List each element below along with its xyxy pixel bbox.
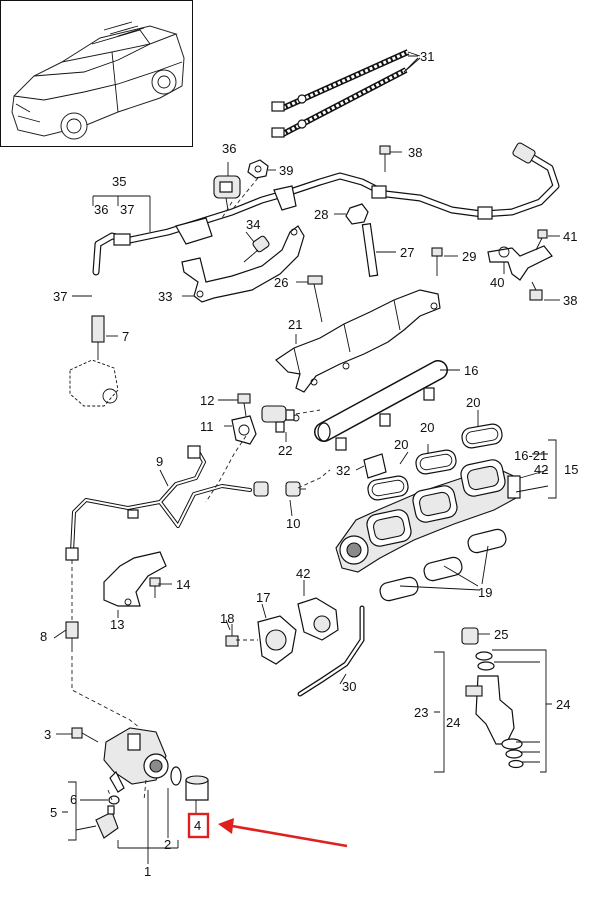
- part-35-fuel-line: [92, 142, 560, 276]
- callout: 24: [556, 697, 570, 712]
- callout: 35: [112, 174, 126, 189]
- callout: 20: [466, 395, 480, 410]
- callout: 16-21: [514, 448, 547, 463]
- vehicle-thumbnail: [0, 0, 193, 147]
- callout: 20: [420, 420, 434, 435]
- callout: 16: [464, 363, 478, 378]
- callout: 37: [120, 202, 134, 217]
- callout: 37: [53, 289, 67, 304]
- callout: 3: [44, 727, 51, 742]
- part-16-fuel-rail: [292, 360, 448, 451]
- part-14-bolt: [149, 577, 161, 598]
- part-8-sensor: [65, 621, 79, 652]
- callout: 10: [286, 516, 300, 531]
- highlight-box: [187, 812, 210, 839]
- callout: 32: [336, 463, 350, 478]
- callout-labels: 31 36 39 38 35 36 37 34 28 27 29 41 37 3…: [40, 49, 578, 879]
- callout: 38: [408, 145, 422, 160]
- callout: 31: [420, 49, 434, 64]
- part-33-bracket: [181, 225, 305, 303]
- callout: 11: [200, 419, 214, 434]
- callout: 38: [563, 293, 577, 308]
- callout: 1: [144, 864, 151, 879]
- callout: 18: [220, 611, 234, 626]
- callout: 21: [288, 317, 302, 332]
- part-22-sensor: [261, 405, 295, 433]
- callout: 26: [274, 275, 288, 290]
- part-20-gaskets: [367, 423, 503, 501]
- part-28-nut: [345, 203, 369, 225]
- highlight-marker: [187, 812, 348, 848]
- part-25-cap: [461, 627, 479, 645]
- callout: 27: [400, 245, 414, 260]
- callout: 17: [256, 590, 270, 605]
- part-27-stud: [361, 223, 379, 277]
- callout: 24: [446, 715, 460, 730]
- part-29-bolt: [431, 247, 443, 276]
- part-17-throttle: [257, 615, 297, 665]
- part-7-fitting: [91, 315, 105, 360]
- callout: 19: [478, 585, 492, 600]
- part-11-clamp: [231, 415, 257, 445]
- callout: 14: [176, 577, 190, 592]
- part-10-fitting: [253, 481, 306, 497]
- dashed-assembly-lines: [71, 177, 331, 801]
- part-2-o-ring: [170, 766, 182, 786]
- part-19-gaskets: [379, 528, 507, 602]
- callout: 42: [296, 566, 310, 581]
- part-5-sensor: [95, 805, 119, 839]
- callout: 12: [200, 393, 214, 408]
- callout: 25: [494, 627, 508, 642]
- part-39-nut: [247, 159, 269, 179]
- callout: 7: [122, 329, 129, 344]
- part-38-bolt-top: [379, 145, 391, 172]
- callout: 41: [563, 229, 577, 244]
- part-3-bolt: [71, 727, 99, 743]
- part-42-valve: [297, 597, 339, 641]
- pump-upper-ghost: [69, 359, 119, 407]
- part-9-fuel-line: [65, 445, 252, 561]
- callout: 13: [110, 617, 124, 632]
- callout: 5: [50, 805, 57, 820]
- part-40-bracket: [487, 229, 553, 281]
- part-32-insert: [363, 453, 387, 479]
- part-30-hose: [297, 605, 365, 697]
- callout-highlighted: 4: [194, 818, 201, 833]
- part-21-heat-shield: [275, 289, 441, 393]
- callout: 40: [490, 275, 504, 290]
- part-31-cable-ties: [271, 49, 421, 138]
- part-23-injector: [465, 651, 524, 769]
- part-34-bolt: [243, 235, 270, 263]
- highlight-arrow: [231, 824, 348, 848]
- callout: 20: [394, 437, 408, 452]
- callout: 22: [278, 443, 292, 458]
- callout: 23: [414, 705, 428, 720]
- part-18-screw: [225, 624, 239, 647]
- callout: 36: [94, 202, 108, 217]
- callout: 42: [534, 462, 548, 477]
- part-38-bolt-bottom: [529, 281, 543, 301]
- callout: 28: [314, 207, 328, 222]
- callout: 15: [564, 462, 578, 477]
- part-26-bolt: [307, 275, 323, 323]
- callout: 33: [158, 289, 172, 304]
- callout: 36: [222, 141, 236, 156]
- part-12-bolt: [237, 393, 251, 417]
- part-13-bracket: [103, 551, 167, 607]
- part-4-tappet: [185, 775, 209, 801]
- callout: 8: [40, 629, 47, 644]
- part-36-pressure-sensor: [213, 175, 241, 211]
- leader-lines: [53, 55, 560, 864]
- arrow-head-icon: [218, 818, 234, 834]
- part-15-intake-manifold: [335, 459, 521, 573]
- callout: 30: [342, 679, 356, 694]
- part-1-pump-assembly: [103, 727, 169, 793]
- callout: 2: [164, 837, 171, 852]
- callout: 6: [70, 792, 77, 807]
- callout: 9: [156, 454, 163, 469]
- callout: 39: [279, 163, 293, 178]
- callout: 29: [462, 249, 476, 264]
- callout: 34: [246, 217, 260, 232]
